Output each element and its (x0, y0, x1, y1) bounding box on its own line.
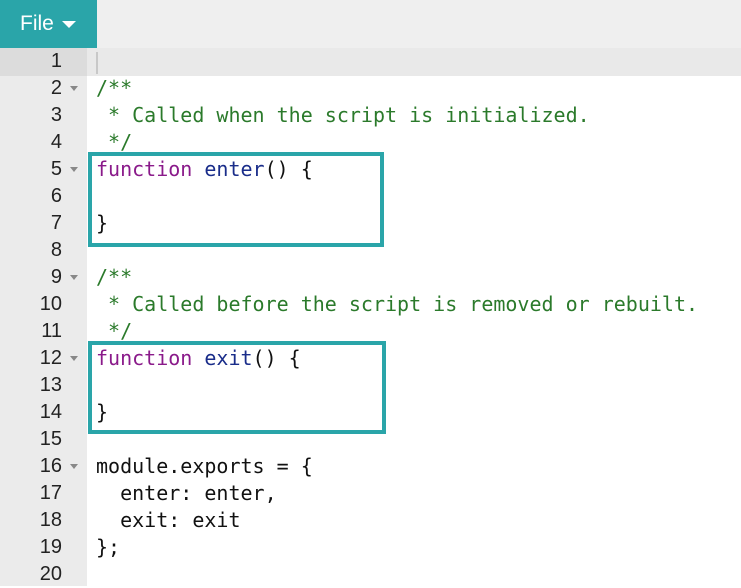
code-comment: /** (96, 265, 133, 289)
line-number: 3 (50, 104, 62, 126)
line-number: 19 (39, 536, 62, 558)
code-line-5[interactable]: 5 function enter() { (0, 156, 741, 183)
function-name: exit (204, 346, 253, 370)
keyword-function: function (96, 157, 193, 181)
code-line-16[interactable]: 16 module.exports = { (0, 453, 741, 480)
line-number: 9 (50, 266, 62, 288)
keyword-function: function (96, 346, 193, 370)
code-comment: /** (96, 76, 133, 100)
code-line-20[interactable]: 20 (0, 561, 741, 588)
line-number: 5 (50, 158, 62, 180)
code-text: function enter() { (96, 156, 313, 183)
fold-arrow-icon[interactable] (70, 86, 78, 91)
code-line-12[interactable]: 12 function exit() { (0, 345, 741, 372)
active-line-gutter (0, 48, 87, 76)
line-number: 13 (39, 374, 62, 396)
line-number: 2 (50, 77, 62, 99)
menu-bar: File (0, 0, 741, 48)
code-line-8[interactable]: 8 (0, 237, 741, 264)
active-line-highlight (0, 48, 741, 76)
code-text: } (96, 211, 109, 235)
code-line-14[interactable]: 14 } (0, 399, 741, 426)
line-number: 15 (39, 428, 62, 450)
line-number: 18 (39, 509, 62, 531)
code-line-19[interactable]: 19 }; (0, 534, 741, 561)
code-line-9[interactable]: 9 /** (0, 264, 741, 291)
code-line-17[interactable]: 17 enter: enter, (0, 480, 741, 507)
code-text: function exit() { (96, 345, 301, 372)
fold-arrow-icon[interactable] (70, 167, 78, 172)
code-line-11[interactable]: 11 */ (0, 318, 741, 345)
fold-arrow-icon[interactable] (70, 356, 78, 361)
code-text: }; (96, 535, 121, 559)
code-editor[interactable]: 1 2 /** 3 * Called when the script is in… (0, 48, 741, 586)
code-line-10[interactable]: 10 * Called before the script is removed… (0, 291, 741, 318)
line-number: 7 (50, 212, 62, 234)
code-line-18[interactable]: 18 exit: exit (0, 507, 741, 534)
code-text: enter: enter, (96, 481, 277, 505)
code-line-7[interactable]: 7 } (0, 210, 741, 237)
code-punctuation: () { (264, 157, 313, 181)
caret-down-icon (61, 20, 76, 28)
function-name: enter (204, 157, 265, 181)
line-number: 8 (50, 239, 62, 261)
line-number-gutter (0, 48, 87, 586)
line-number: 6 (50, 185, 62, 207)
code-line-3[interactable]: 3 * Called when the script is initialize… (0, 102, 741, 129)
code-line-6[interactable]: 6 (0, 183, 741, 210)
file-menu-label: File (20, 12, 54, 35)
code-line-2[interactable]: 2 /** (0, 75, 741, 102)
fold-arrow-icon[interactable] (70, 464, 78, 469)
line-number: 11 (41, 320, 62, 342)
code-line-4[interactable]: 4 */ (0, 129, 741, 156)
line-number: 20 (39, 563, 62, 585)
code-text: exit: exit (96, 508, 241, 532)
code-line-1[interactable]: 1 (0, 48, 741, 75)
line-number: 17 (39, 482, 62, 504)
line-number: 16 (39, 455, 62, 477)
code-text: module.exports = { (96, 454, 313, 478)
fold-arrow-icon[interactable] (70, 275, 78, 280)
code-line-13[interactable]: 13 (0, 372, 741, 399)
code-punctuation: () { (252, 346, 301, 370)
text-cursor (96, 52, 98, 74)
file-menu-button[interactable]: File (0, 0, 97, 48)
line-number: 14 (39, 401, 62, 423)
code-line-15[interactable]: 15 (0, 426, 741, 453)
line-number: 10 (39, 293, 62, 315)
line-number: 4 (50, 131, 62, 153)
code-comment: */ (96, 130, 133, 154)
code-comment: */ (96, 319, 133, 343)
code-text: } (96, 400, 109, 424)
code-comment: * Called when the script is initialized. (96, 103, 590, 127)
line-number: 1 (50, 50, 62, 72)
line-number: 12 (39, 347, 62, 369)
code-comment: * Called before the script is removed or… (96, 292, 699, 316)
